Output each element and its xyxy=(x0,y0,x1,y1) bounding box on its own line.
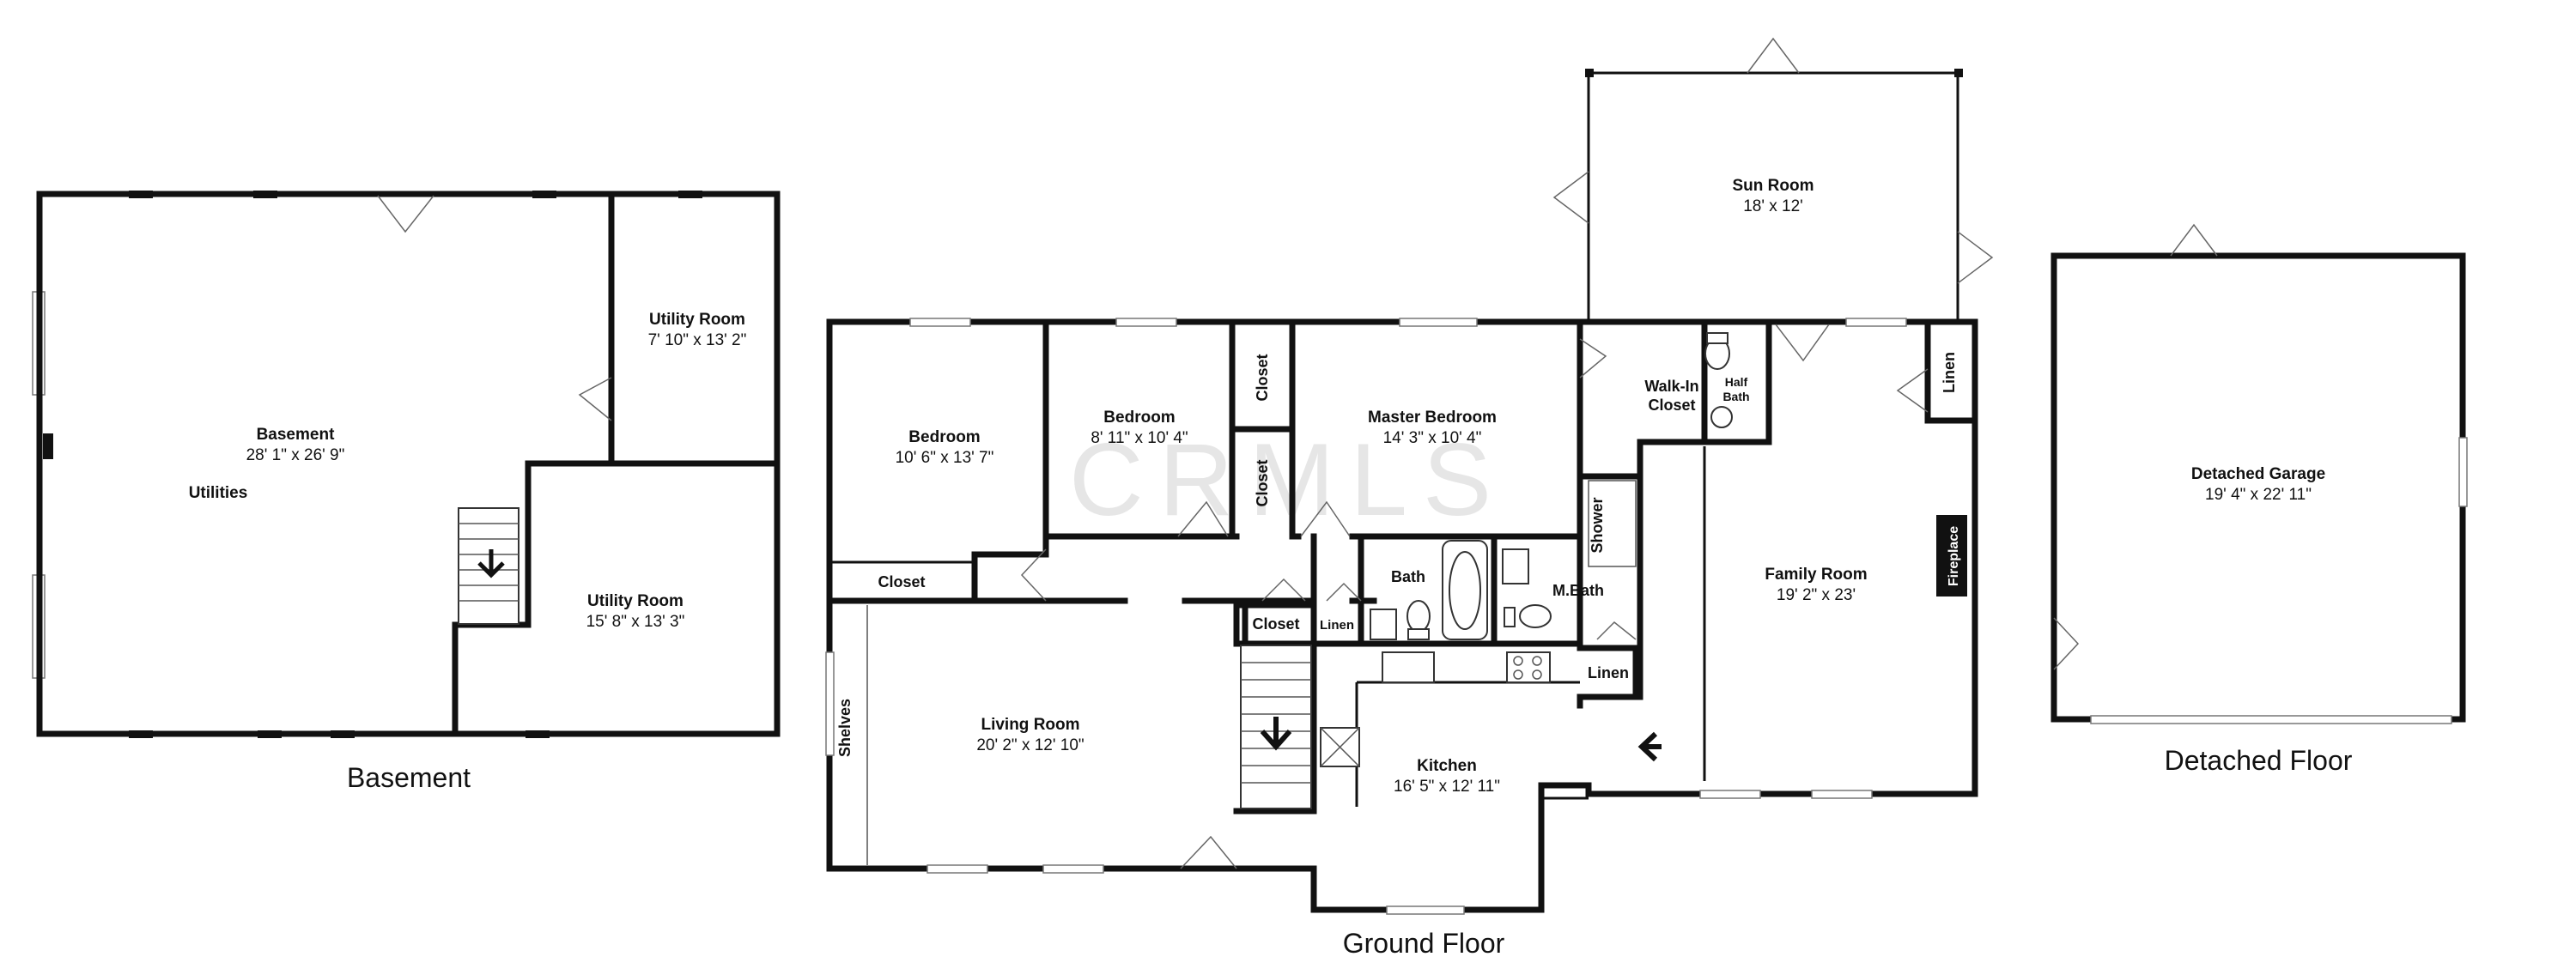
closet-lower-label: Closet xyxy=(1254,459,1271,506)
detached-garage-dim: 19' 4" x 22' 11" xyxy=(2205,486,2312,504)
utility-room-2-name: Utility Room xyxy=(587,592,683,610)
walk-in-label-2: Closet xyxy=(1648,397,1695,414)
bath-label: Bath xyxy=(1391,568,1425,585)
arrow-left-icon xyxy=(1637,731,1662,762)
master-bedroom-name: Master Bedroom xyxy=(1368,409,1497,427)
bedroom-1-name: Bedroom xyxy=(908,428,980,446)
sun-room-name: Sun Room xyxy=(1733,177,1814,195)
master-bedroom-dim: 14' 3" x 10' 4" xyxy=(1383,429,1482,447)
utility-room-1-dim: 7' 10" x 13' 2" xyxy=(648,331,747,349)
kitchen-name: Kitchen xyxy=(1417,757,1477,775)
closet-upper-label: Closet xyxy=(1254,354,1271,401)
family-room-name: Family Room xyxy=(1765,566,1867,584)
arrow-down-icon xyxy=(477,549,505,578)
bedroom-2-name: Bedroom xyxy=(1103,409,1175,427)
utility-room-2-dim: 15' 8" x 13' 3" xyxy=(586,613,685,631)
basement-stairs xyxy=(458,507,519,625)
basement-floor: Basement 28' 1" x 26' 9" Utilities Utili… xyxy=(32,191,781,793)
arrow-down-icon xyxy=(1260,717,1292,751)
m-bath-label: M.Bath xyxy=(1552,582,1604,599)
shower-label: Shower xyxy=(1589,497,1606,553)
bedroom-2-dim: 8' 11" x 10' 4" xyxy=(1091,429,1188,447)
basement-room-dim: 28' 1" x 26' 9" xyxy=(246,446,345,464)
watermark: CRMLS xyxy=(1069,422,1507,537)
ground-floor: Bedroom 10' 6" x 13' 7" Bedroom 8' 11" x… xyxy=(825,37,1994,959)
detached-floor-title: Detached Floor xyxy=(2165,745,2353,776)
utility-room-1-name: Utility Room xyxy=(649,311,745,329)
half-bath-label-1: Half xyxy=(1725,375,1748,389)
family-room-dim: 19' 2" x 23' xyxy=(1777,586,1856,604)
closet-hall-label: Closet xyxy=(1252,615,1299,633)
linen-family-label: Linen xyxy=(1941,352,1958,393)
kitchen-dim: 16' 5" x 12' 11" xyxy=(1394,778,1500,796)
bedroom-1-dim: 10' 6" x 13' 7" xyxy=(896,449,994,467)
basement-room-name: Basement xyxy=(257,426,335,444)
ground-floor-title: Ground Floor xyxy=(1343,928,1505,959)
basement-floor-title: Basement xyxy=(347,762,471,793)
fireplace-label: Fireplace xyxy=(1947,526,1961,586)
detached-floor: Detached Garage 19' 4" x 22' 11" Detache… xyxy=(2050,223,2468,776)
shelves-label: Shelves xyxy=(836,699,854,757)
living-room-name: Living Room xyxy=(981,716,1079,734)
living-room-dim: 20' 2" x 12' 10" xyxy=(976,736,1084,754)
sun-room-dim: 18' x 12' xyxy=(1743,197,1803,215)
detached-garage-name: Detached Garage xyxy=(2191,465,2325,483)
ground-stairs xyxy=(1240,645,1312,809)
closet-bedroom-label: Closet xyxy=(878,573,925,590)
utilities-label: Utilities xyxy=(189,484,248,502)
walk-in-label-1: Walk-In xyxy=(1644,378,1698,395)
linen-hall-label: Linen xyxy=(1320,618,1354,633)
half-bath-label-2: Bath xyxy=(1722,390,1749,403)
linen-mbath-label: Linen xyxy=(1588,664,1629,681)
